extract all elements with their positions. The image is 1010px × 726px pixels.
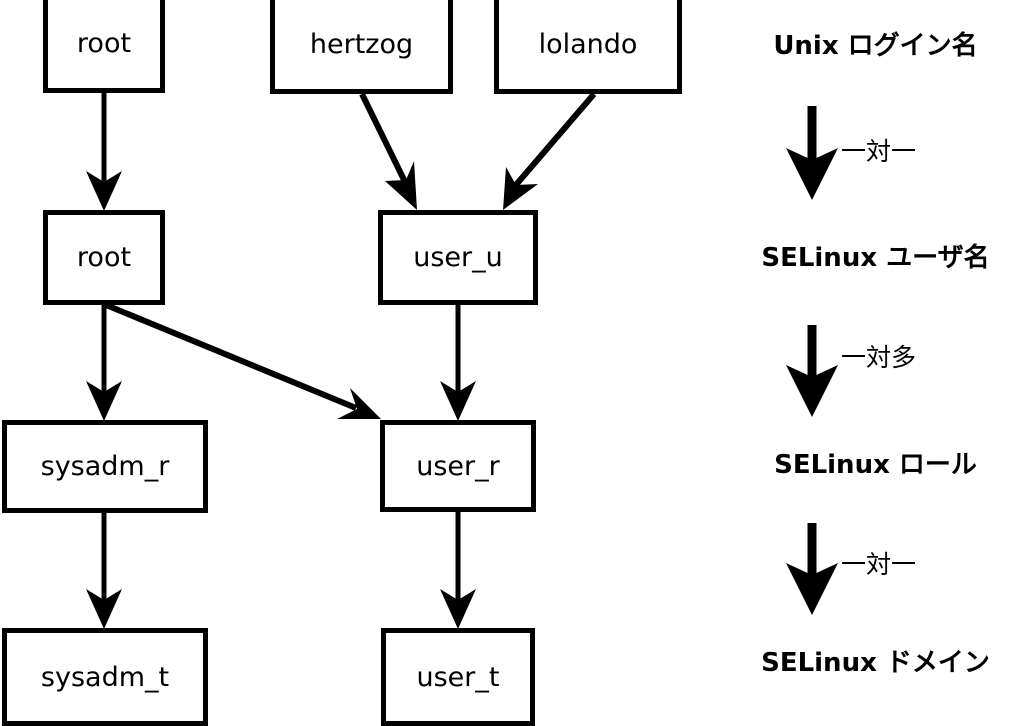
legend-cardinality-role-to-domain: 一対一 <box>841 552 916 577</box>
node-label: root <box>76 242 132 273</box>
node-label: user_r <box>416 450 500 482</box>
node-unix-hertzog[interactable]: hertzog <box>270 0 453 94</box>
legend-layer-selinux-domain: SELinux ドメイン <box>733 650 1010 676</box>
node-seuser-root[interactable]: root <box>43 210 165 305</box>
edge-role-sysadm-r-to-domain-sysadm-t <box>86 513 122 629</box>
node-unix-lolando[interactable]: lolando <box>494 0 682 94</box>
edge-seuser-user-u-to-role-user-r <box>440 305 476 421</box>
node-seuser-user-u[interactable]: user_u <box>378 210 538 305</box>
node-label: hertzog <box>309 28 414 60</box>
node-label: sysadm_r <box>40 451 170 482</box>
node-label: user_u <box>413 242 503 273</box>
legend-cardinality-user-to-role: 一対多 <box>841 345 916 370</box>
legend-cardinality-login-to-user: 一対一 <box>841 139 916 164</box>
node-label: root <box>76 28 132 59</box>
edge-unix-hertzog-to-seuser-user-u <box>359 92 417 210</box>
node-domain-user-t[interactable]: user_t <box>381 628 535 726</box>
legend-arrow-user-to-role <box>786 325 838 417</box>
legend-layer-label: Unix ログイン名 <box>773 31 978 61</box>
edge-unix-lolando-to-seuser-user-u <box>503 92 597 210</box>
legend-layer-unix-login: Unix ログイン名 <box>733 33 1010 59</box>
legend-arrow-role-to-domain <box>786 523 838 615</box>
legend-cardinality-label: 一対一 <box>841 137 917 166</box>
legend-cardinality-label: 一対一 <box>841 550 917 579</box>
edge-seuser-root-to-role-sysadm-r <box>86 305 122 421</box>
legend-arrow-login-to-user <box>786 106 838 200</box>
node-label: user_t <box>416 661 500 693</box>
node-domain-sysadm-t[interactable]: sysadm_t <box>2 628 208 726</box>
node-label: sysadm_t <box>40 661 170 693</box>
node-unix-root[interactable]: root <box>43 0 165 93</box>
edge-seuser-root-to-role-user-r <box>104 302 381 419</box>
node-role-user-r[interactable]: user_r <box>380 420 536 512</box>
legend-layer-selinux-user: SELinux ユーザ名 <box>733 245 1010 271</box>
legend-layer-label: SELinux ドメイン <box>761 648 990 678</box>
legend-layer-label: SELinux ロール <box>774 450 977 480</box>
edge-role-user-r-to-domain-user-t <box>440 512 476 629</box>
legend-layer-selinux-role: SELinux ロール <box>733 452 1010 478</box>
node-role-sysadm-r[interactable]: sysadm_r <box>2 420 208 513</box>
node-label: lolando <box>538 28 638 60</box>
edge-unix-root-to-seuser-root <box>86 93 122 211</box>
legend-cardinality-label: 一対多 <box>841 343 917 372</box>
legend-layer-label: SELinux ユーザ名 <box>761 243 990 273</box>
